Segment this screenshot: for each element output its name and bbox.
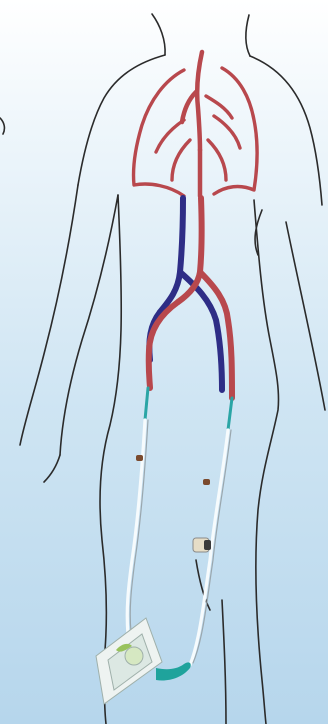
body-outline: [0, 14, 325, 724]
device-connector: [156, 662, 191, 680]
aorta: [182, 52, 202, 196]
neck-left: [152, 14, 165, 55]
marker-left: [136, 455, 143, 461]
edge-mark: [0, 118, 4, 134]
lung-left: [133, 70, 184, 196]
clamps: [136, 455, 211, 552]
lung-right: [214, 68, 257, 194]
device-dial: [125, 647, 143, 665]
shoulder-right: [250, 56, 322, 205]
marker-right: [203, 479, 210, 485]
aortic-arch: [197, 52, 202, 150]
torso-right: [254, 200, 279, 724]
portable-device: [96, 618, 191, 704]
shoulder-left: [78, 55, 165, 185]
lung-left-branch-2: [172, 140, 190, 180]
neck-right: [246, 15, 250, 56]
cannula-tip-right: [228, 398, 232, 430]
forearm-left-extra: [44, 455, 60, 482]
arm-right: [286, 222, 325, 410]
lung-right-branch-2: [208, 140, 226, 180]
cannula-tube-left: [127, 420, 145, 635]
aortic-branch: [182, 92, 196, 122]
clamp-cap: [204, 540, 211, 550]
lung-right-branch-3: [206, 96, 232, 118]
cannula-tube-left-shadow: [130, 420, 148, 632]
arm-left-inner: [60, 195, 118, 455]
inner-leg-line: [222, 600, 226, 724]
lung-left-branch-1: [156, 120, 184, 152]
arm-left-outer: [20, 185, 78, 445]
cannula-tip-left: [145, 388, 148, 420]
inferior-vena-cava: [160, 198, 183, 312]
iliac-artery-left: [149, 302, 178, 388]
lung-right-branch-1: [214, 116, 240, 148]
